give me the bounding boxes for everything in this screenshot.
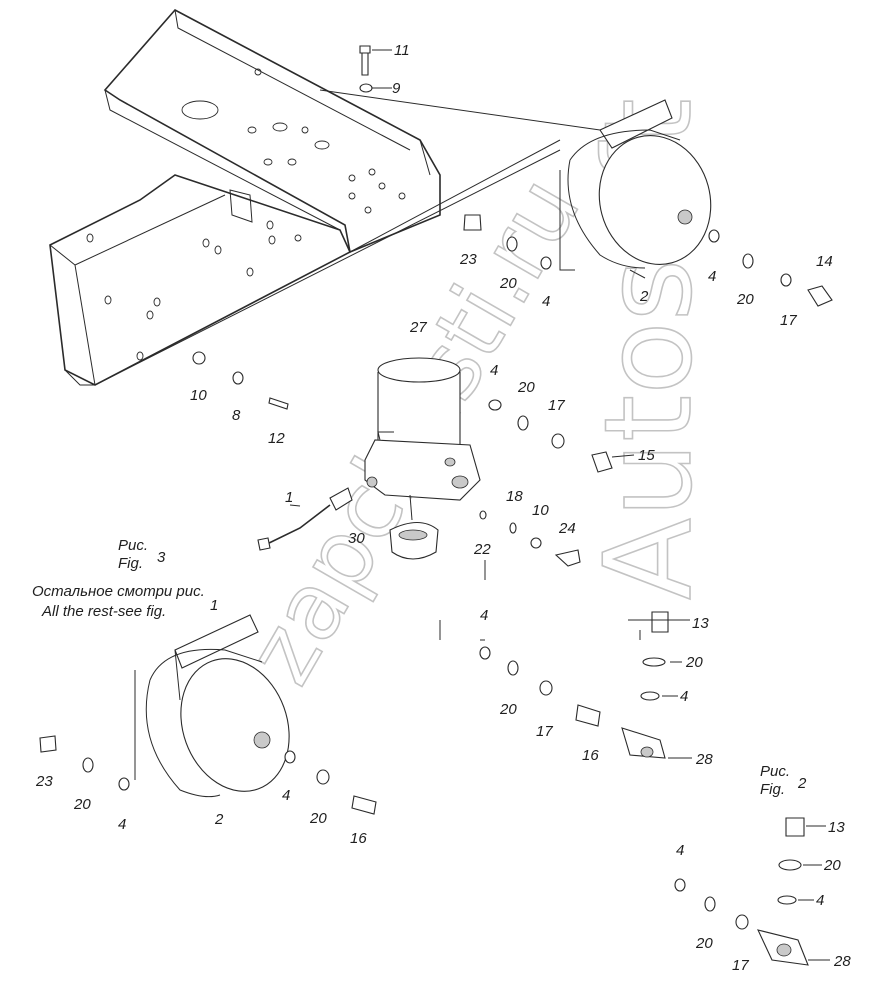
- callout-20-lower-b: 20: [309, 810, 327, 827]
- callout-28-lower: 28: [833, 953, 851, 970]
- callout-numbers: 11 9 23 20 4 2 4 20 14 17 27 10 8 12 1 4…: [35, 42, 851, 974]
- fig3-label-en: Fig.: [118, 555, 143, 572]
- callout-20-mid-bottom: 20: [499, 701, 517, 718]
- air-tank-upper: [559, 99, 712, 279]
- callout-2-lower: 2: [214, 811, 224, 828]
- callout-4-upper-b: 4: [708, 268, 716, 285]
- callout-20-mid: 20: [517, 379, 535, 396]
- rest-see-number: 1: [210, 597, 218, 614]
- rest-see-en: All the rest-see fig.: [41, 603, 166, 620]
- callout-13-lower: 13: [828, 819, 845, 836]
- callout-4-upper-a: 4: [542, 293, 550, 310]
- callout-4-fig2-a: 4: [676, 842, 684, 859]
- callout-17-mid: 17: [548, 397, 565, 414]
- callout-1: 1: [285, 489, 293, 506]
- callout-2-upper: 2: [639, 288, 649, 305]
- callout-4-lower-b: 4: [282, 787, 290, 804]
- fig3-number: 3: [157, 549, 166, 566]
- callout-20-upper-a: 20: [499, 275, 517, 292]
- callout-16-upper: 16: [582, 747, 599, 764]
- callout-10-mid: 10: [532, 502, 549, 519]
- callout-18: 18: [506, 488, 523, 505]
- callout-13-upper: 13: [692, 615, 709, 632]
- air-tank-lower: [134, 614, 290, 798]
- callout-11: 11: [394, 42, 410, 59]
- callout-17-fig2: 17: [732, 957, 749, 974]
- callout-24: 24: [558, 520, 576, 537]
- callout-20-lower-a: 20: [73, 796, 91, 813]
- callout-16-lower: 16: [350, 830, 367, 847]
- callout-4-right-b: 4: [816, 892, 824, 909]
- callout-4-right-a: 4: [680, 688, 688, 705]
- callout-20-upper-b: 20: [736, 291, 754, 308]
- callout-17-mid-bottom: 17: [536, 723, 553, 740]
- frame-bracket: [49, 8, 601, 386]
- callout-15: 15: [638, 447, 655, 464]
- callout-14: 14: [816, 253, 833, 270]
- air-dryer-assembly: [364, 357, 481, 560]
- callout-17-upper: 17: [780, 312, 797, 329]
- fittings: [39, 45, 833, 966]
- fig3-label-ru: Рис.: [118, 537, 148, 554]
- fig2-label-ru: Рис.: [760, 763, 790, 780]
- callout-30: 30: [348, 530, 365, 547]
- rest-see-ru: Остальное смотри рис.: [32, 583, 205, 600]
- callout-23-lower: 23: [35, 773, 53, 790]
- leader-lines: [289, 49, 830, 961]
- callout-9: 9: [392, 80, 401, 97]
- callout-4-mid-b: 4: [480, 607, 488, 624]
- callout-4-lower-a: 4: [118, 816, 126, 833]
- callout-23-upper: 23: [459, 251, 477, 268]
- callout-10-left: 10: [190, 387, 207, 404]
- callout-20-right-a: 20: [685, 654, 703, 671]
- captions: Рис. Fig. 3 Остальное смотри рис. All th…: [32, 537, 807, 798]
- callout-4-mid-a: 4: [490, 362, 498, 379]
- callout-28-upper: 28: [695, 751, 713, 768]
- wire-harness: [257, 487, 353, 551]
- callout-27: 27: [409, 319, 427, 336]
- callout-20-right-b: 20: [823, 857, 841, 874]
- callout-20-fig2: 20: [695, 935, 713, 952]
- callout-22: 22: [473, 541, 491, 558]
- callout-12: 12: [268, 430, 285, 447]
- fig2-label-en: Fig.: [760, 781, 785, 798]
- fig2-number: 2: [797, 775, 807, 792]
- callout-8: 8: [232, 407, 241, 424]
